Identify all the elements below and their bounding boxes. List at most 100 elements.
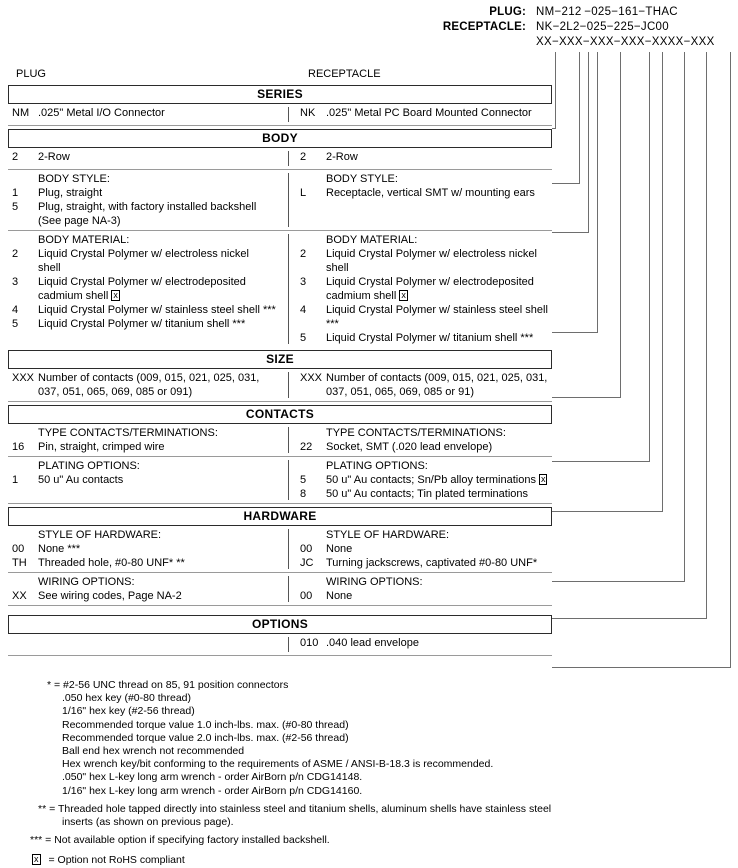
option-code: 2 bbox=[12, 248, 19, 260]
section-rows-body-style: BODY STYLE: 1 Plug, straight 5 Plug, str… bbox=[8, 170, 552, 231]
option-code: 4 bbox=[300, 304, 307, 316]
series-right: NK .025" Metal PC Board Mounted Connecto… bbox=[280, 106, 552, 123]
option-code: 8 bbox=[300, 488, 307, 500]
option-code: 22 bbox=[300, 441, 313, 453]
option-code: XXX bbox=[12, 372, 35, 384]
footnote-star-line: * = #2-56 UNC thread on 85, 91 position … bbox=[47, 679, 289, 691]
option-row: XXX Number of contacts (009, 015, 021, 0… bbox=[8, 371, 280, 385]
option-desc: .025" Metal I/O Connector bbox=[38, 107, 165, 119]
option-row: 5 50 u" Au contacts; Sn/Pb alloy termina… bbox=[296, 473, 552, 487]
option-desc: Socket, SMT (.020 lead envelope) bbox=[326, 441, 493, 453]
rohs-noncompliant-icon: x bbox=[111, 290, 120, 301]
option-row: XX See wiring codes, Page NA-2 bbox=[8, 589, 280, 603]
subsection-heading: BODY STYLE: bbox=[38, 173, 110, 185]
option-desc-text: 50 u" Au contacts; Sn/Pb alloy terminati… bbox=[326, 474, 536, 486]
option-desc: Pin, straight, crimped wire bbox=[38, 441, 165, 453]
part-number-row-receptacle: RECEPTACLE: NK−2L2−025−225−JC00 bbox=[0, 21, 738, 36]
option-desc: 50 u" Au contacts bbox=[38, 474, 124, 486]
option-desc: Liquid Crystal Polymer w/ titanium shell… bbox=[326, 332, 534, 344]
option-desc: (See page NA-3) bbox=[38, 215, 121, 227]
section-rows-hardware-style: STYLE OF HARDWARE: 00 None *** TH Thread… bbox=[8, 526, 552, 573]
option-row: 2 Liquid Crystal Polymer w/ electroless … bbox=[296, 247, 552, 261]
option-desc: shell bbox=[326, 262, 349, 274]
option-row: L Receptacle, vertical SMT w/ mounting e… bbox=[296, 186, 552, 200]
contacts-plating-right: PLATING OPTIONS: 5 50 u" Au contacts; Sn… bbox=[280, 459, 552, 501]
option-row: NK .025" Metal PC Board Mounted Connecto… bbox=[296, 106, 552, 120]
option-code bbox=[8, 289, 38, 303]
contacts-plating-left: PLATING OPTIONS: 1 50 u" Au contacts bbox=[8, 459, 280, 501]
option-code: JC bbox=[300, 557, 314, 569]
section-rows-options: 010 .040 lead envelope bbox=[8, 634, 552, 656]
footnote-star-line: 1/16" hex key (#2-56 thread) bbox=[62, 705, 195, 718]
option-row: 5 Plug, straight, with factory installed… bbox=[8, 200, 280, 214]
option-code: 5 bbox=[300, 474, 307, 486]
option-desc: Liquid Crystal Polymer w/ electrodeposit… bbox=[326, 276, 534, 288]
option-code: 5 bbox=[12, 318, 19, 330]
column-divider bbox=[288, 529, 290, 569]
section-rows-size: XXX Number of contacts (009, 015, 021, 0… bbox=[8, 369, 552, 402]
options-right: 010 .040 lead envelope bbox=[280, 636, 552, 653]
option-desc-text: cadmium shell bbox=[38, 290, 109, 302]
option-desc: Liquid Crystal Polymer w/ stainless stee… bbox=[38, 304, 276, 316]
option-desc bbox=[38, 487, 280, 501]
option-desc: Liquid Crystal Polymer w/ electroless ni… bbox=[326, 248, 537, 260]
leader-body-material bbox=[552, 52, 599, 334]
option-code: 00 bbox=[300, 543, 313, 555]
option-row-continuation: (See page NA-3) bbox=[8, 214, 280, 228]
option-code: 3 bbox=[300, 276, 307, 288]
option-code bbox=[8, 214, 38, 228]
option-row: JC Turning jackscrews, captivated #0-80 … bbox=[296, 556, 552, 570]
subsection-heading: BODY MATERIAL: bbox=[38, 234, 130, 246]
option-row: 3 Liquid Crystal Polymer w/ electrodepos… bbox=[8, 275, 280, 289]
subsection-heading: WIRING OPTIONS: bbox=[326, 576, 423, 588]
footnote-star-line: Recommended torque value 1.0 inch-lbs. m… bbox=[62, 718, 349, 731]
option-desc: Liquid Crystal Polymer w/ stainless stee… bbox=[326, 304, 548, 330]
footnote-star-line: .050 hex key (#0-80 thread) bbox=[62, 692, 191, 705]
option-row-spacer bbox=[8, 487, 280, 501]
size-right: XXX Number of contacts (009, 015, 021, 0… bbox=[280, 371, 552, 399]
subsection-heading: STYLE OF HARDWARE: bbox=[38, 529, 162, 541]
section-band-contacts: CONTACTS bbox=[8, 405, 552, 424]
column-divider bbox=[288, 173, 290, 227]
footnote-star-line: Recommended torque value 2.0 inch-lbs. m… bbox=[62, 731, 349, 744]
option-code: 5 bbox=[12, 201, 19, 213]
footnote-rohs-line: x= Option not RoHS compliant bbox=[0, 847, 738, 867]
leader-body-row bbox=[552, 52, 581, 185]
option-code: XX bbox=[12, 590, 27, 602]
hardware-style-left: STYLE OF HARDWARE: 00 None *** TH Thread… bbox=[8, 528, 280, 570]
option-code bbox=[8, 385, 38, 399]
hardware-style-right: STYLE OF HARDWARE: 00 None JC Turning ja… bbox=[280, 528, 552, 570]
column-header-receptacle: RECEPTACLE bbox=[308, 68, 381, 80]
option-desc: Number of contacts (009, 015, 021, 025, … bbox=[326, 372, 548, 384]
option-code: NM bbox=[12, 107, 30, 119]
option-code bbox=[8, 261, 38, 275]
body-style-right: BODY STYLE: L Receptacle, vertical SMT w… bbox=[280, 172, 552, 228]
subsection-heading: WIRING OPTIONS: bbox=[38, 576, 135, 588]
option-code: 16 bbox=[12, 441, 25, 453]
leader-body-style bbox=[552, 52, 590, 234]
subsection-heading: BODY MATERIAL: bbox=[326, 234, 418, 246]
size-left: XXX Number of contacts (009, 015, 021, 0… bbox=[8, 371, 280, 399]
leader-series bbox=[552, 52, 557, 130]
column-divider bbox=[288, 576, 290, 602]
option-desc: None bbox=[326, 590, 353, 602]
option-code bbox=[296, 289, 326, 303]
receptacle-label: RECEPTACLE: bbox=[442, 21, 526, 33]
subsection-heading: TYPE CONTACTS/TERMINATIONS: bbox=[38, 427, 218, 439]
body-style-left: BODY STYLE: 1 Plug, straight 5 Plug, str… bbox=[8, 172, 280, 228]
leader-hardware-style bbox=[552, 52, 686, 583]
section-band-body: BODY bbox=[8, 129, 552, 148]
body-material-right: BODY MATERIAL: 2 Liquid Crystal Polymer … bbox=[280, 233, 552, 345]
section-rows-hardware-wiring: WIRING OPTIONS: XX See wiring codes, Pag… bbox=[8, 573, 552, 606]
column-divider bbox=[288, 151, 290, 166]
option-code: 4 bbox=[12, 304, 19, 316]
option-desc: Number of contacts (009, 015, 021, 025, … bbox=[38, 372, 260, 384]
section-rows-contacts-plating: PLATING OPTIONS: 1 50 u" Au contacts PLA… bbox=[8, 457, 552, 504]
column-headers: PLUG RECEPTACLE bbox=[8, 66, 552, 82]
leader-options bbox=[552, 52, 732, 669]
option-desc: Liquid Crystal Polymer w/ electrodeposit… bbox=[38, 276, 246, 288]
column-divider bbox=[288, 234, 290, 344]
part-number-row-plug: PLUG: NM−212 −025−161−THAC bbox=[0, 6, 738, 21]
